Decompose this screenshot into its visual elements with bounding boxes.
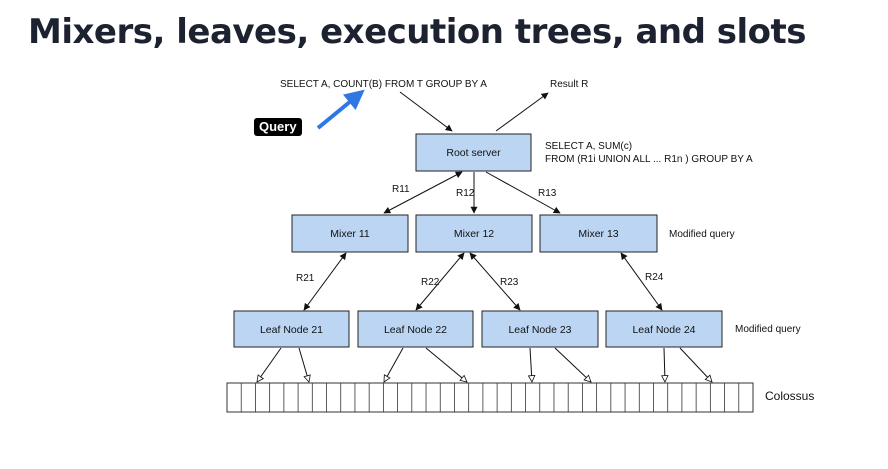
leaf-node-24-label: Leaf Node 24 bbox=[632, 324, 695, 336]
mixer-11-label: Mixer 11 bbox=[330, 228, 370, 240]
root-mixer13-link bbox=[485, 171, 561, 214]
leaf-to-storage-arrows bbox=[257, 347, 712, 382]
root-server-label: Root server bbox=[446, 147, 501, 159]
leaf-node-22-label: Leaf Node 22 bbox=[384, 324, 447, 336]
leaf-node-22: Leaf Node 22 bbox=[357, 310, 474, 348]
leaf-node-23-label: Leaf Node 23 bbox=[508, 324, 571, 336]
edge-label-r13: R13 bbox=[538, 188, 557, 199]
root-query-line2: FROM (R1i UNION ALL ... R1n ) GROUP BY A bbox=[545, 154, 753, 165]
root-mixer11-link bbox=[383, 171, 463, 214]
edge-label-r21: R21 bbox=[296, 273, 315, 284]
mixer-12-label: Mixer 12 bbox=[454, 228, 494, 240]
leaf-node-21-label: Leaf Node 21 bbox=[260, 324, 323, 336]
mixer12-leaf22-link bbox=[415, 252, 465, 311]
root-server-node: Root server bbox=[415, 133, 532, 172]
query-badge: Query bbox=[254, 118, 302, 136]
input-to-root-arrow bbox=[399, 91, 453, 132]
leaf-node-21: Leaf Node 21 bbox=[233, 310, 350, 348]
mixer-modified-query-note: Modified query bbox=[669, 229, 735, 240]
edge-label-r24: R24 bbox=[645, 272, 664, 283]
edge-label-r11: R11 bbox=[392, 184, 410, 195]
leaf-modified-query-note: Modified query bbox=[735, 324, 801, 335]
mixer-13-label: Mixer 13 bbox=[578, 228, 618, 240]
mixer-12-node: Mixer 12 bbox=[415, 214, 533, 253]
input-query-text: SELECT A, COUNT(B) FROM T GROUP BY A bbox=[280, 79, 487, 90]
colossus-storage-strip bbox=[226, 382, 754, 413]
edge-label-r12: R12 bbox=[456, 188, 475, 199]
leaf-node-23: Leaf Node 23 bbox=[481, 310, 599, 348]
mixer-13-node: Mixer 13 bbox=[539, 214, 658, 253]
slide-title: Mixers, leaves, execution trees, and slo… bbox=[28, 12, 807, 52]
mixer12-leaf23-link bbox=[469, 252, 521, 311]
query-pointer-arrow bbox=[316, 89, 365, 130]
colossus-label: Colossus bbox=[765, 389, 814, 403]
root-to-result-arrow bbox=[495, 92, 549, 132]
mixer11-leaf21-link bbox=[303, 252, 347, 311]
result-label: Result R bbox=[550, 79, 588, 90]
root-query-line1: SELECT A, SUM(c) bbox=[545, 141, 632, 152]
mixer-11-node: Mixer 11 bbox=[291, 214, 409, 253]
edge-label-r22: R22 bbox=[421, 277, 440, 288]
edge-label-r23: R23 bbox=[500, 277, 519, 288]
leaf-node-24: Leaf Node 24 bbox=[605, 310, 723, 348]
mixer13-leaf24-link bbox=[620, 252, 663, 311]
